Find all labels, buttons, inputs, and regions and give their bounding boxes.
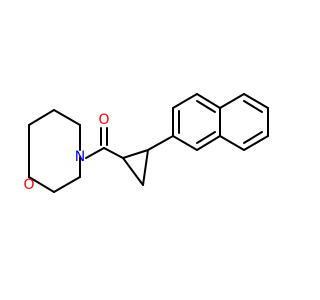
- naphthalene: [172, 93, 269, 151]
- bond-ar-double: [243, 100, 263, 113]
- bond-c-c: [28, 109, 55, 126]
- atom-label-nitrogen: N: [75, 149, 85, 165]
- bond-ar-double: [196, 100, 216, 113]
- bond-ar: [243, 135, 269, 151]
- amide-linkage: [85, 127, 124, 159]
- bond-cp3-cp1: [122, 157, 144, 186]
- bond-cp2-cp3: [142, 149, 149, 186]
- bond-ar: [243, 93, 269, 109]
- atom-label-ring-oxygen: O: [23, 177, 34, 193]
- bond-ar: [172, 93, 198, 109]
- bond-cyclopropyl-naphthyl: [147, 135, 174, 151]
- bond-c-c: [53, 176, 81, 193]
- morpholine-ring: [28, 109, 81, 193]
- bond-ar: [196, 93, 221, 109]
- bond-ar: [172, 135, 198, 151]
- bond-cp1-cp2: [122, 149, 149, 159]
- atom-label-carbonyl-oxygen: O: [98, 112, 109, 128]
- bond-ar-double: [196, 131, 216, 144]
- bond-carbonyl-cyclopropyl: [103, 147, 124, 159]
- bond-ar: [219, 93, 245, 109]
- bond-ar: [219, 135, 245, 151]
- bond-ar: [196, 135, 221, 151]
- bond-o-c: [28, 176, 55, 193]
- bond-ar-double: [243, 131, 263, 144]
- cyclopropane-ring: [122, 135, 174, 186]
- bond-c-c: [53, 109, 81, 126]
- bond-n-carbonyl: [85, 147, 105, 159]
- structure-diagram: O N O: [23, 93, 269, 193]
